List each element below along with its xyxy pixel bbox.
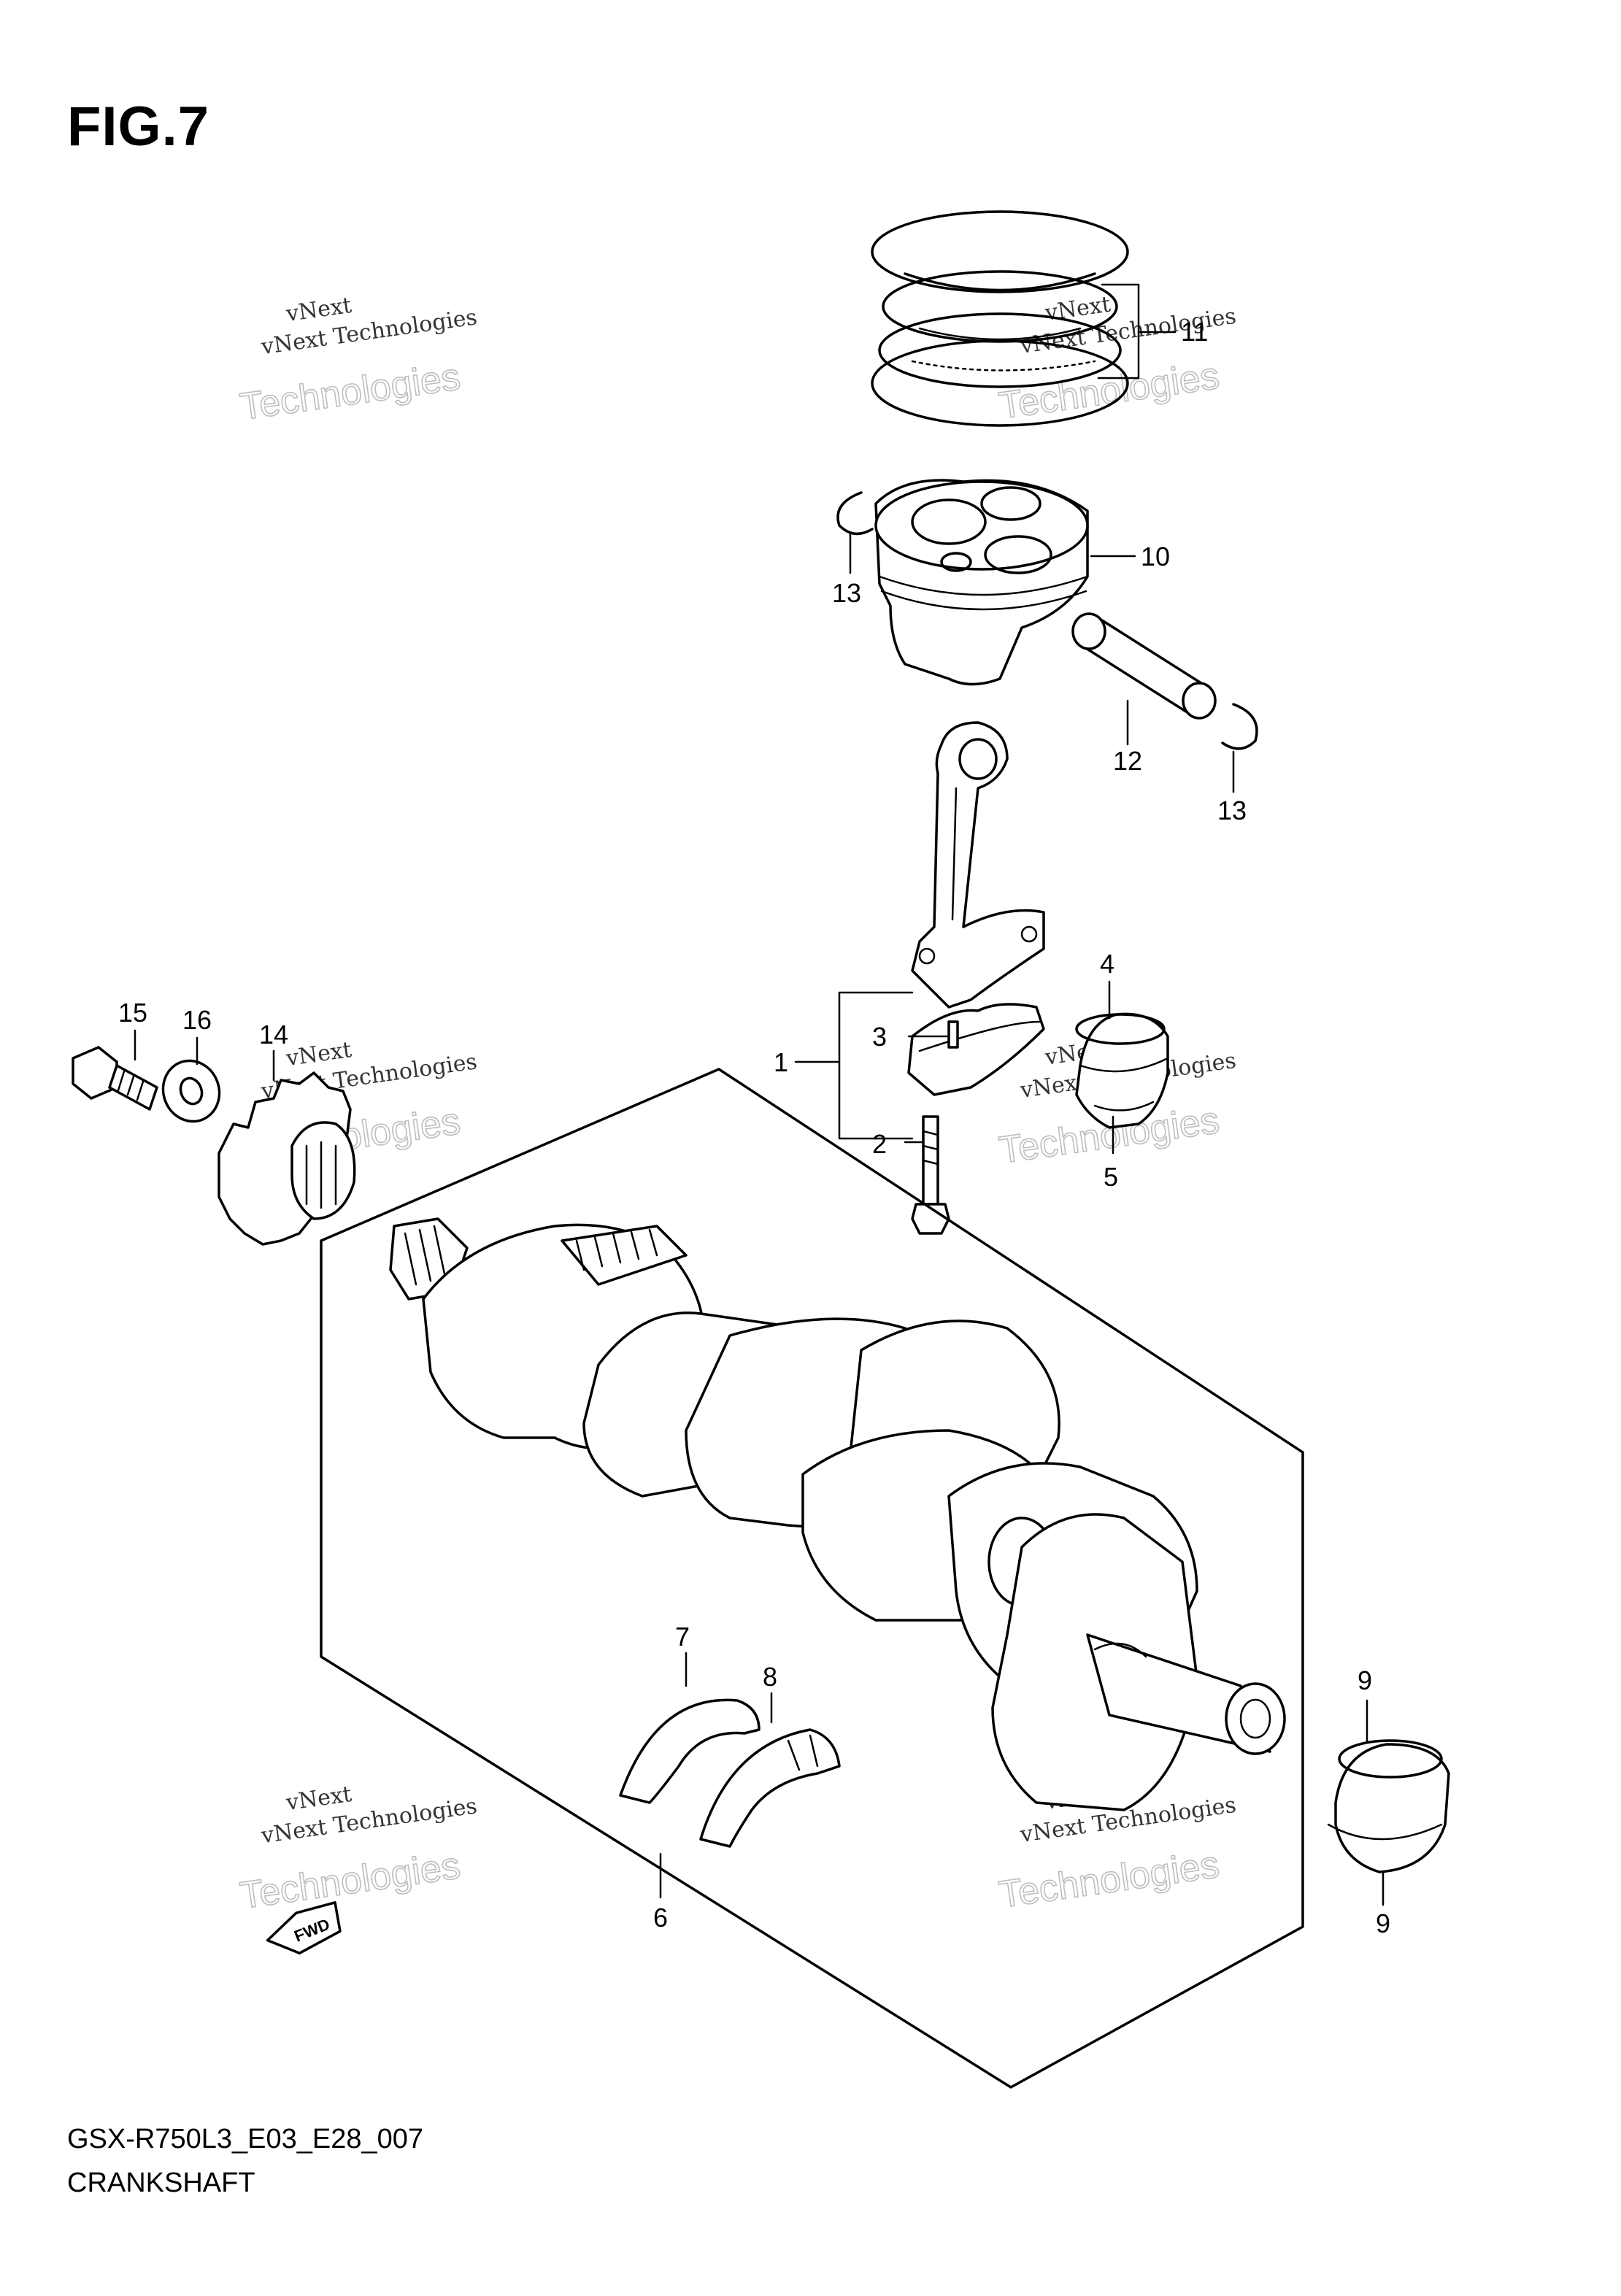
callout-5: 5 xyxy=(1104,1162,1118,1192)
callout-9-top: 9 xyxy=(1358,1665,1372,1695)
svg-text:Technologies: Technologies xyxy=(237,355,463,428)
thrust-washer-8 xyxy=(699,1728,841,1848)
sprocket-washer xyxy=(161,1059,221,1123)
watermark-top-left: vNext vNext Technologies Technologies xyxy=(237,293,479,429)
watermark-top-right: vNext vNext Technologies Technologies xyxy=(996,292,1238,428)
crankshaft-outline-box xyxy=(320,1068,1304,2089)
circlip-left xyxy=(836,491,874,536)
callout-1: 1 xyxy=(774,1047,788,1077)
connecting-rod xyxy=(911,721,1045,1009)
leader-11 xyxy=(1097,283,1177,380)
callout-13-left: 13 xyxy=(832,578,861,608)
callout-6: 6 xyxy=(653,1903,668,1933)
rod-dowel xyxy=(947,1020,959,1049)
connecting-rod-cap xyxy=(907,1003,1045,1096)
figure-title: FIG.7 xyxy=(67,96,210,158)
callout-14: 14 xyxy=(259,1020,288,1049)
svg-text:Technologies: Technologies xyxy=(237,1844,463,1917)
circlip-right xyxy=(1221,703,1258,750)
callout-2: 2 xyxy=(872,1129,887,1159)
svg-text:vNext: vNext xyxy=(1043,292,1112,326)
rod-bolt xyxy=(911,1115,950,1235)
svg-text:vNext: vNext xyxy=(284,1781,353,1816)
watermark-bottom-left: vNext vNext Technologies Technologies xyxy=(237,1781,479,1918)
callout-16: 16 xyxy=(182,1005,212,1035)
section-title: CRANKSHAFT xyxy=(67,2168,255,2198)
leader-1 xyxy=(794,991,914,1140)
main-bearing xyxy=(1327,1739,1450,1873)
callout-11: 11 xyxy=(1181,317,1208,347)
rod-bearing xyxy=(1075,1012,1169,1129)
callout-7: 7 xyxy=(675,1622,690,1652)
piston xyxy=(874,479,1089,686)
svg-text:Technologies: Technologies xyxy=(996,1844,1222,1916)
piston-rings xyxy=(871,210,1129,427)
callout-10: 10 xyxy=(1141,542,1170,571)
callout-4: 4 xyxy=(1100,949,1114,979)
callout-9-bottom: 9 xyxy=(1376,1908,1390,1938)
svg-text:vNext: vNext xyxy=(284,293,353,327)
callout-15: 15 xyxy=(118,998,147,1028)
fwd-arrow-icon: FWD xyxy=(266,1901,342,1955)
callout-3: 3 xyxy=(872,1022,887,1052)
svg-text:vNext: vNext xyxy=(284,1037,353,1071)
diagram-code: GSX-R750L3_E03_E28_007 xyxy=(67,2124,424,2154)
sprocket-bolt xyxy=(72,1046,158,1111)
callout-12: 12 xyxy=(1113,746,1142,776)
callout-8: 8 xyxy=(763,1662,777,1692)
callout-13-right: 13 xyxy=(1217,795,1247,825)
thrust-washer-7 xyxy=(619,1698,761,1804)
piston-pin xyxy=(1071,612,1217,720)
crankshaft xyxy=(389,1217,1286,1811)
cam-drive-sprocket xyxy=(217,1071,356,1246)
